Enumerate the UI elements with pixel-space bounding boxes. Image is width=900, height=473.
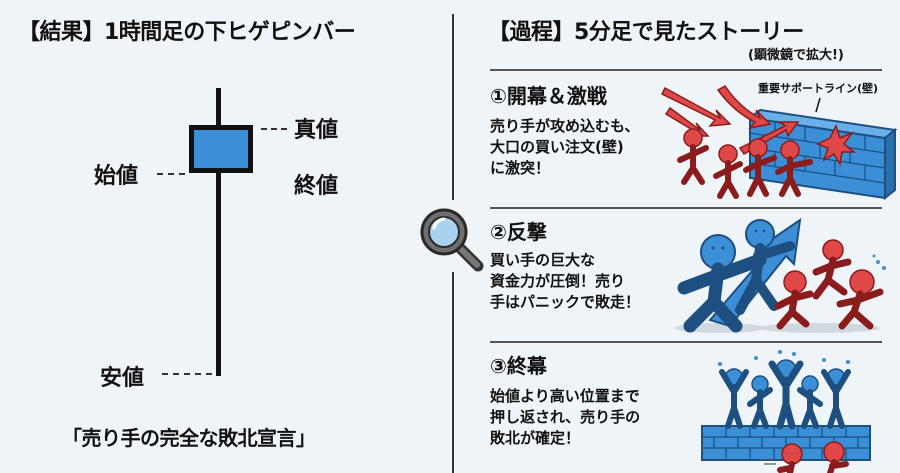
separator-1: [490, 69, 882, 71]
step-2-body: 買い手の巨大な 資金力が圧倒！売り 手はパニックで敗走！: [490, 251, 641, 311]
low-dash-line: [162, 373, 212, 375]
open-label: 始値: [94, 164, 139, 189]
divider-top: [452, 14, 454, 200]
open-dash-line: [157, 173, 185, 175]
divider-bottom: [452, 272, 454, 473]
separator-3: [490, 341, 882, 343]
step-2-title: ②反撃: [490, 220, 547, 244]
close-label: 終値: [294, 174, 339, 199]
step-3-body: 始値より高い位置まで 押し返され、売り手の 敗北が確定！: [490, 387, 641, 447]
candle-body: [189, 125, 253, 173]
step-1-body: 売り手が攻め込むも、 大口の買い注文(壁) に激突！: [490, 117, 640, 177]
process-title: 【過程】5分足で見たストーリー: [488, 20, 804, 45]
high-dash-line: [261, 128, 287, 130]
buyers-celebrating-illustration: [701, 350, 871, 473]
sellers-attacking-wall-illustration: 重要サポートライン(壁): [660, 81, 898, 201]
separator-2: [490, 207, 882, 209]
low-label: 安値: [100, 366, 145, 391]
upper-wick: [216, 88, 221, 130]
lower-wick: [216, 170, 221, 376]
magnifying-glass-icon: [420, 208, 484, 272]
result-title: 【結果】1時間足の下ヒゲピンバー: [18, 20, 356, 45]
buyers-chasing-sellers-illustration: [675, 217, 886, 333]
high-label: 真値: [294, 118, 339, 143]
step-1-title: ①開幕＆激戦: [490, 84, 607, 108]
result-caption: 「売り手の完全な敗北宣言」: [62, 426, 316, 450]
support-line-annotation: 重要サポートライン(壁): [758, 81, 878, 95]
process-subtitle: (顕微鏡で拡大!): [748, 48, 844, 63]
step-3-title: ③終幕: [490, 354, 547, 378]
